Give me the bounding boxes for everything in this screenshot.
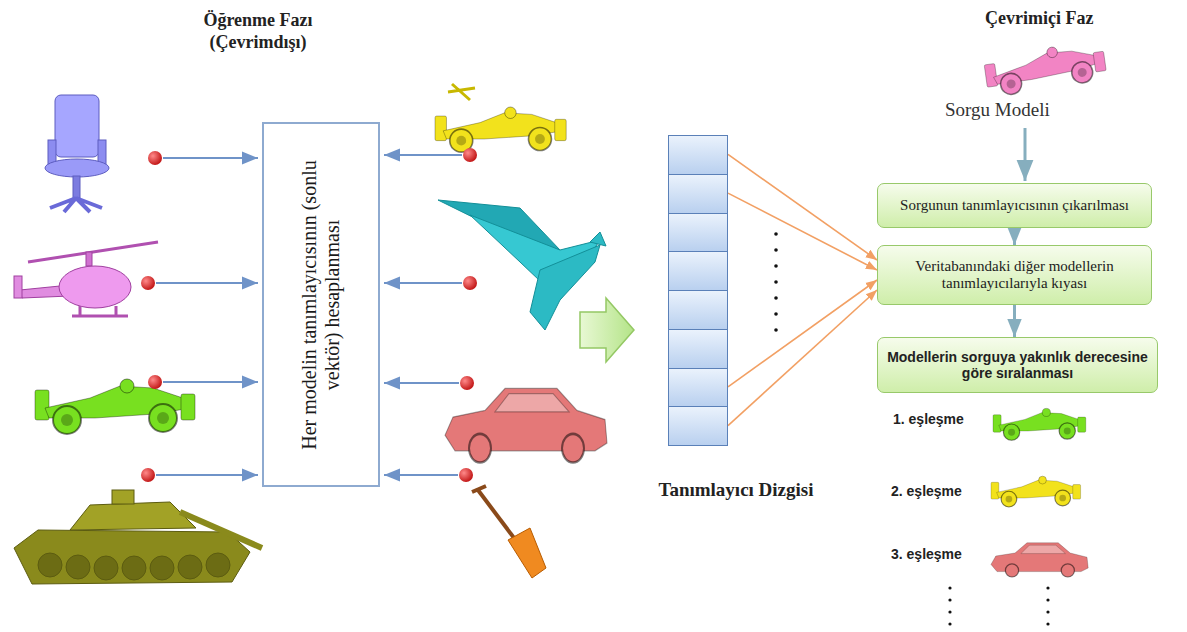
array-cell bbox=[668, 406, 728, 446]
array-cell bbox=[668, 368, 728, 408]
array-cell bbox=[668, 135, 728, 175]
descriptor-link bbox=[728, 193, 877, 270]
match-label: 1. eşleşme bbox=[893, 411, 964, 427]
query-model bbox=[983, 40, 1108, 98]
query-label: Sorgu Modeli bbox=[945, 99, 1050, 121]
block-arrow bbox=[580, 298, 634, 362]
phase-heading: Çevrimiçi Faz bbox=[985, 8, 1093, 29]
dragon-model bbox=[438, 200, 606, 330]
process-box: Veritabanındaki diğer modellerin tanımla… bbox=[877, 245, 1152, 305]
car-model bbox=[445, 388, 607, 462]
match-model bbox=[993, 408, 1086, 440]
flow-arrow bbox=[1013, 228, 1016, 245]
descriptor-link bbox=[728, 280, 877, 387]
array-cell bbox=[668, 213, 728, 253]
ellipsis-dots bbox=[774, 232, 778, 332]
box-text: Her modelin tanımlayıcısının (sonlu vekt… bbox=[298, 155, 344, 455]
process-box: Modellerin sorguya yakınlık derecesine g… bbox=[877, 337, 1158, 393]
query-arrow bbox=[1024, 128, 1027, 181]
box-text: Sorgunun tanımlayıcısının çıkarılması bbox=[886, 197, 1143, 214]
array-cell bbox=[668, 174, 728, 214]
descriptor-array: Tanımlayıcı Dizgisi bbox=[668, 135, 728, 445]
match-label: 2. eşleşme bbox=[891, 483, 962, 499]
match-label: 3. eşleşme bbox=[891, 546, 962, 562]
array-heading: Tanımlayıcı Dizgisi bbox=[658, 479, 813, 501]
helicopter-model bbox=[14, 242, 158, 316]
process-box: Her modelin tanımlayıcısının (sonlu vekt… bbox=[262, 122, 380, 487]
tank-model bbox=[14, 490, 262, 584]
match-model bbox=[991, 476, 1081, 507]
array-cell bbox=[668, 251, 728, 291]
input-arrows bbox=[156, 155, 462, 475]
race-car-model bbox=[35, 379, 195, 434]
race-car-model bbox=[435, 84, 566, 152]
chair-model bbox=[45, 95, 109, 212]
ellipsis-dots bbox=[948, 586, 1049, 625]
box-text: Veritabanındaki diğer modellerin tanımla… bbox=[886, 258, 1143, 293]
descriptor-link bbox=[728, 290, 877, 426]
flow-arrow bbox=[1013, 305, 1016, 337]
array-cell bbox=[668, 290, 728, 330]
descriptor-link bbox=[728, 154, 877, 260]
shovel-model bbox=[472, 486, 546, 578]
box-text: Modellerin sorguya yakınlık derecesine g… bbox=[886, 349, 1149, 381]
phase-heading: Öğrenme Fazı (Çevrimdışı) bbox=[178, 10, 338, 53]
anchor-dot bbox=[141, 148, 477, 482]
process-box: Sorgunun tanımlayıcısının çıkarılması bbox=[877, 183, 1152, 228]
match-model bbox=[991, 543, 1088, 577]
array-cell bbox=[668, 329, 728, 369]
